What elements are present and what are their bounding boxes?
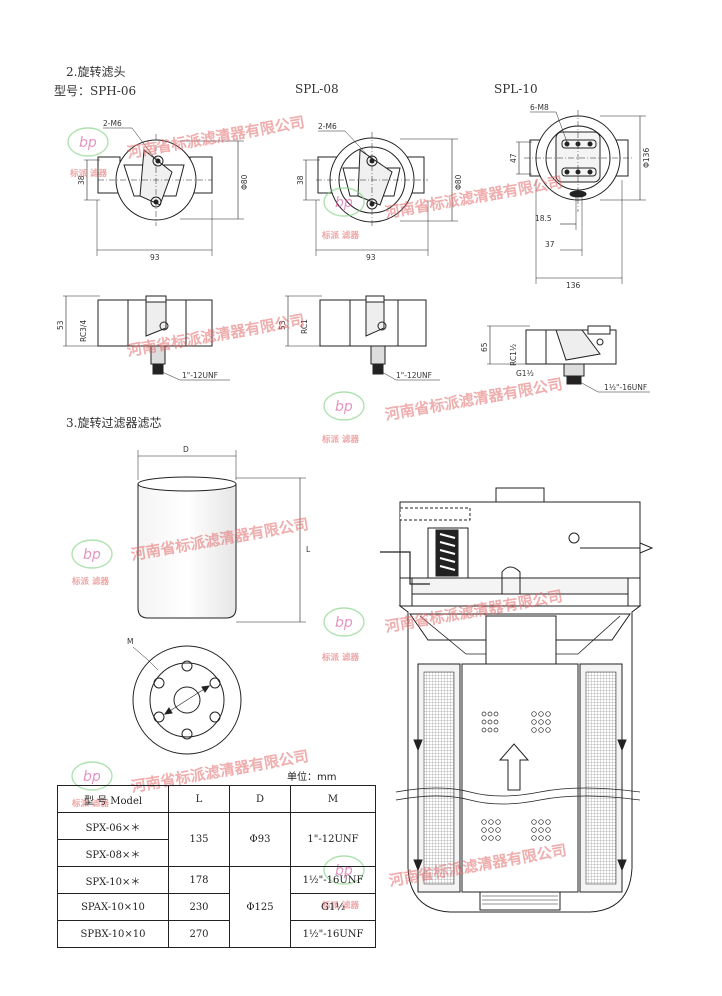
element-M-dim: M	[127, 637, 133, 646]
cell-D: Φ93	[229, 812, 291, 867]
sph06-side-view	[63, 295, 230, 381]
element-D-dim: D	[183, 445, 189, 454]
section-2-title: 2.旋转滤头	[66, 65, 126, 79]
spl08-53-dim: 53	[278, 320, 287, 330]
sph06-phi80-dim: Φ80	[240, 174, 249, 190]
watermark-logo-icon: bp	[323, 607, 365, 637]
model-label-sph06: 型号：SPH-06	[54, 82, 136, 99]
watermark-company-4: 河南省标派滤清器有限公司	[384, 375, 564, 424]
sph06-rc34-dim: RC3/4	[79, 320, 88, 342]
table-header-row: 型 号 Model L D M	[57, 785, 376, 813]
svg-text:bp: bp	[335, 615, 353, 631]
cell-L: 270	[168, 920, 230, 948]
spl10-rc112-dim: RC1½	[509, 344, 518, 366]
cell-model: SPX-08×＊	[57, 839, 169, 867]
cell-M: 1½"-16UNF	[290, 866, 376, 894]
spl10-unf-dim: 1½"-16UNF	[604, 383, 647, 392]
watermark-short-6: 标派 滤器	[321, 652, 359, 663]
filter-element-bottom	[132, 645, 242, 755]
cell-L: 230	[168, 893, 230, 921]
table-row: SPX-06×＊ 135 Φ93 1"-12UNF	[57, 812, 376, 867]
table-row: SPAX-10×10 230 G1½	[57, 893, 376, 921]
table-row: SPBX-10×10 270 1½"-16UNF	[57, 920, 376, 948]
filter-element-side	[137, 450, 306, 623]
watermark-company-1: 河南省标派滤清器有限公司	[126, 113, 306, 162]
spl08-m6-dim: 2-M6	[318, 122, 337, 131]
spl08-38-dim: 38	[296, 175, 305, 185]
spl10-m8-dim: 6-M8	[530, 103, 549, 112]
sph06-unf-dim: 1"-12UNF	[182, 371, 218, 380]
header-M: M	[290, 785, 376, 813]
model-sph06: SPH-06	[90, 84, 137, 98]
svg-text:bp: bp	[335, 399, 353, 415]
assembly-perforations	[481, 711, 551, 841]
spl10-side-view	[487, 325, 650, 393]
spl10-phi136-dim: Φ136	[642, 148, 651, 168]
cell-L: 178	[168, 866, 230, 894]
sph06-m6-dim: 2-M6	[103, 119, 122, 128]
section-3-title: 3.旋转过滤器滤芯	[66, 416, 162, 430]
unit-label: 单位：mm	[287, 772, 337, 783]
assembly-section	[380, 487, 654, 913]
spl08-top-view	[303, 130, 458, 256]
watermark-short-2: 标派 滤器	[321, 230, 359, 241]
cell-M: 1½"-16UNF	[290, 920, 376, 948]
header-L: L	[168, 785, 230, 813]
spl10-185-dim: 18.5	[535, 214, 552, 223]
watermark-logo-icon: bp	[323, 187, 365, 217]
cell-M: 1"-12UNF	[290, 812, 376, 867]
cell-M: G1½	[290, 893, 376, 921]
cell-model: SPX-06×＊	[57, 812, 169, 840]
spl08-rc1-dim: RC1	[300, 319, 309, 334]
spl08-phi80-dim: Φ80	[454, 174, 463, 190]
model-label-spl08: SPL-08	[295, 82, 339, 96]
spl10-37-dim: 37	[545, 240, 555, 249]
cell-model: SPAX-10×10	[57, 893, 169, 921]
header-model: 型 号 Model	[57, 785, 169, 813]
table-row: SPX-10×＊ 178 Φ125 1½"-16UNF	[57, 866, 376, 948]
svg-text:bp: bp	[83, 769, 101, 785]
element-L-dim: L	[306, 545, 311, 554]
sph06-53-dim: 53	[56, 320, 65, 330]
svg-text:bp: bp	[335, 195, 353, 211]
sph06-top-view	[84, 127, 244, 256]
cell-model: SPBX-10×10	[57, 920, 169, 948]
cell-D: Φ125	[229, 866, 291, 948]
spl08-unf-dim: 1"-12UNF	[396, 371, 432, 380]
model-prefix: 型号：	[54, 84, 91, 98]
watermark-short-4: 标派 滤器	[321, 434, 359, 445]
spl10-65-dim: 65	[480, 342, 489, 352]
spl08-side-view	[285, 295, 440, 381]
spl10-top-view	[516, 110, 646, 284]
model-label-spl10: SPL-10	[494, 82, 538, 96]
watermark-short-1: 标派 滤器	[69, 168, 107, 179]
sph06-width-dim: 93	[150, 253, 160, 262]
watermark-logo-icon: bp	[67, 127, 109, 157]
header-D: D	[229, 785, 291, 813]
spec-table: 型 号 Model L D M SPX-06×＊ 135 Φ93 1"-12UN…	[57, 785, 376, 948]
spl10-width-dim: 136	[566, 281, 581, 290]
cell-L: 135	[168, 812, 230, 867]
watermark-short-5: 标派 滤器	[71, 576, 109, 587]
cell-model: SPX-10×＊	[57, 866, 169, 894]
watermark-logo-icon: bp	[71, 539, 113, 569]
svg-text:bp: bp	[83, 547, 101, 563]
spl08-width-dim: 93	[366, 253, 376, 262]
spl10-g112-dim: G1½	[516, 369, 534, 378]
sph06-38-dim: 38	[77, 175, 86, 185]
spl10-47-dim: 47	[509, 153, 518, 163]
svg-text:bp: bp	[79, 135, 97, 151]
watermark-logo-icon: bp	[323, 391, 365, 421]
